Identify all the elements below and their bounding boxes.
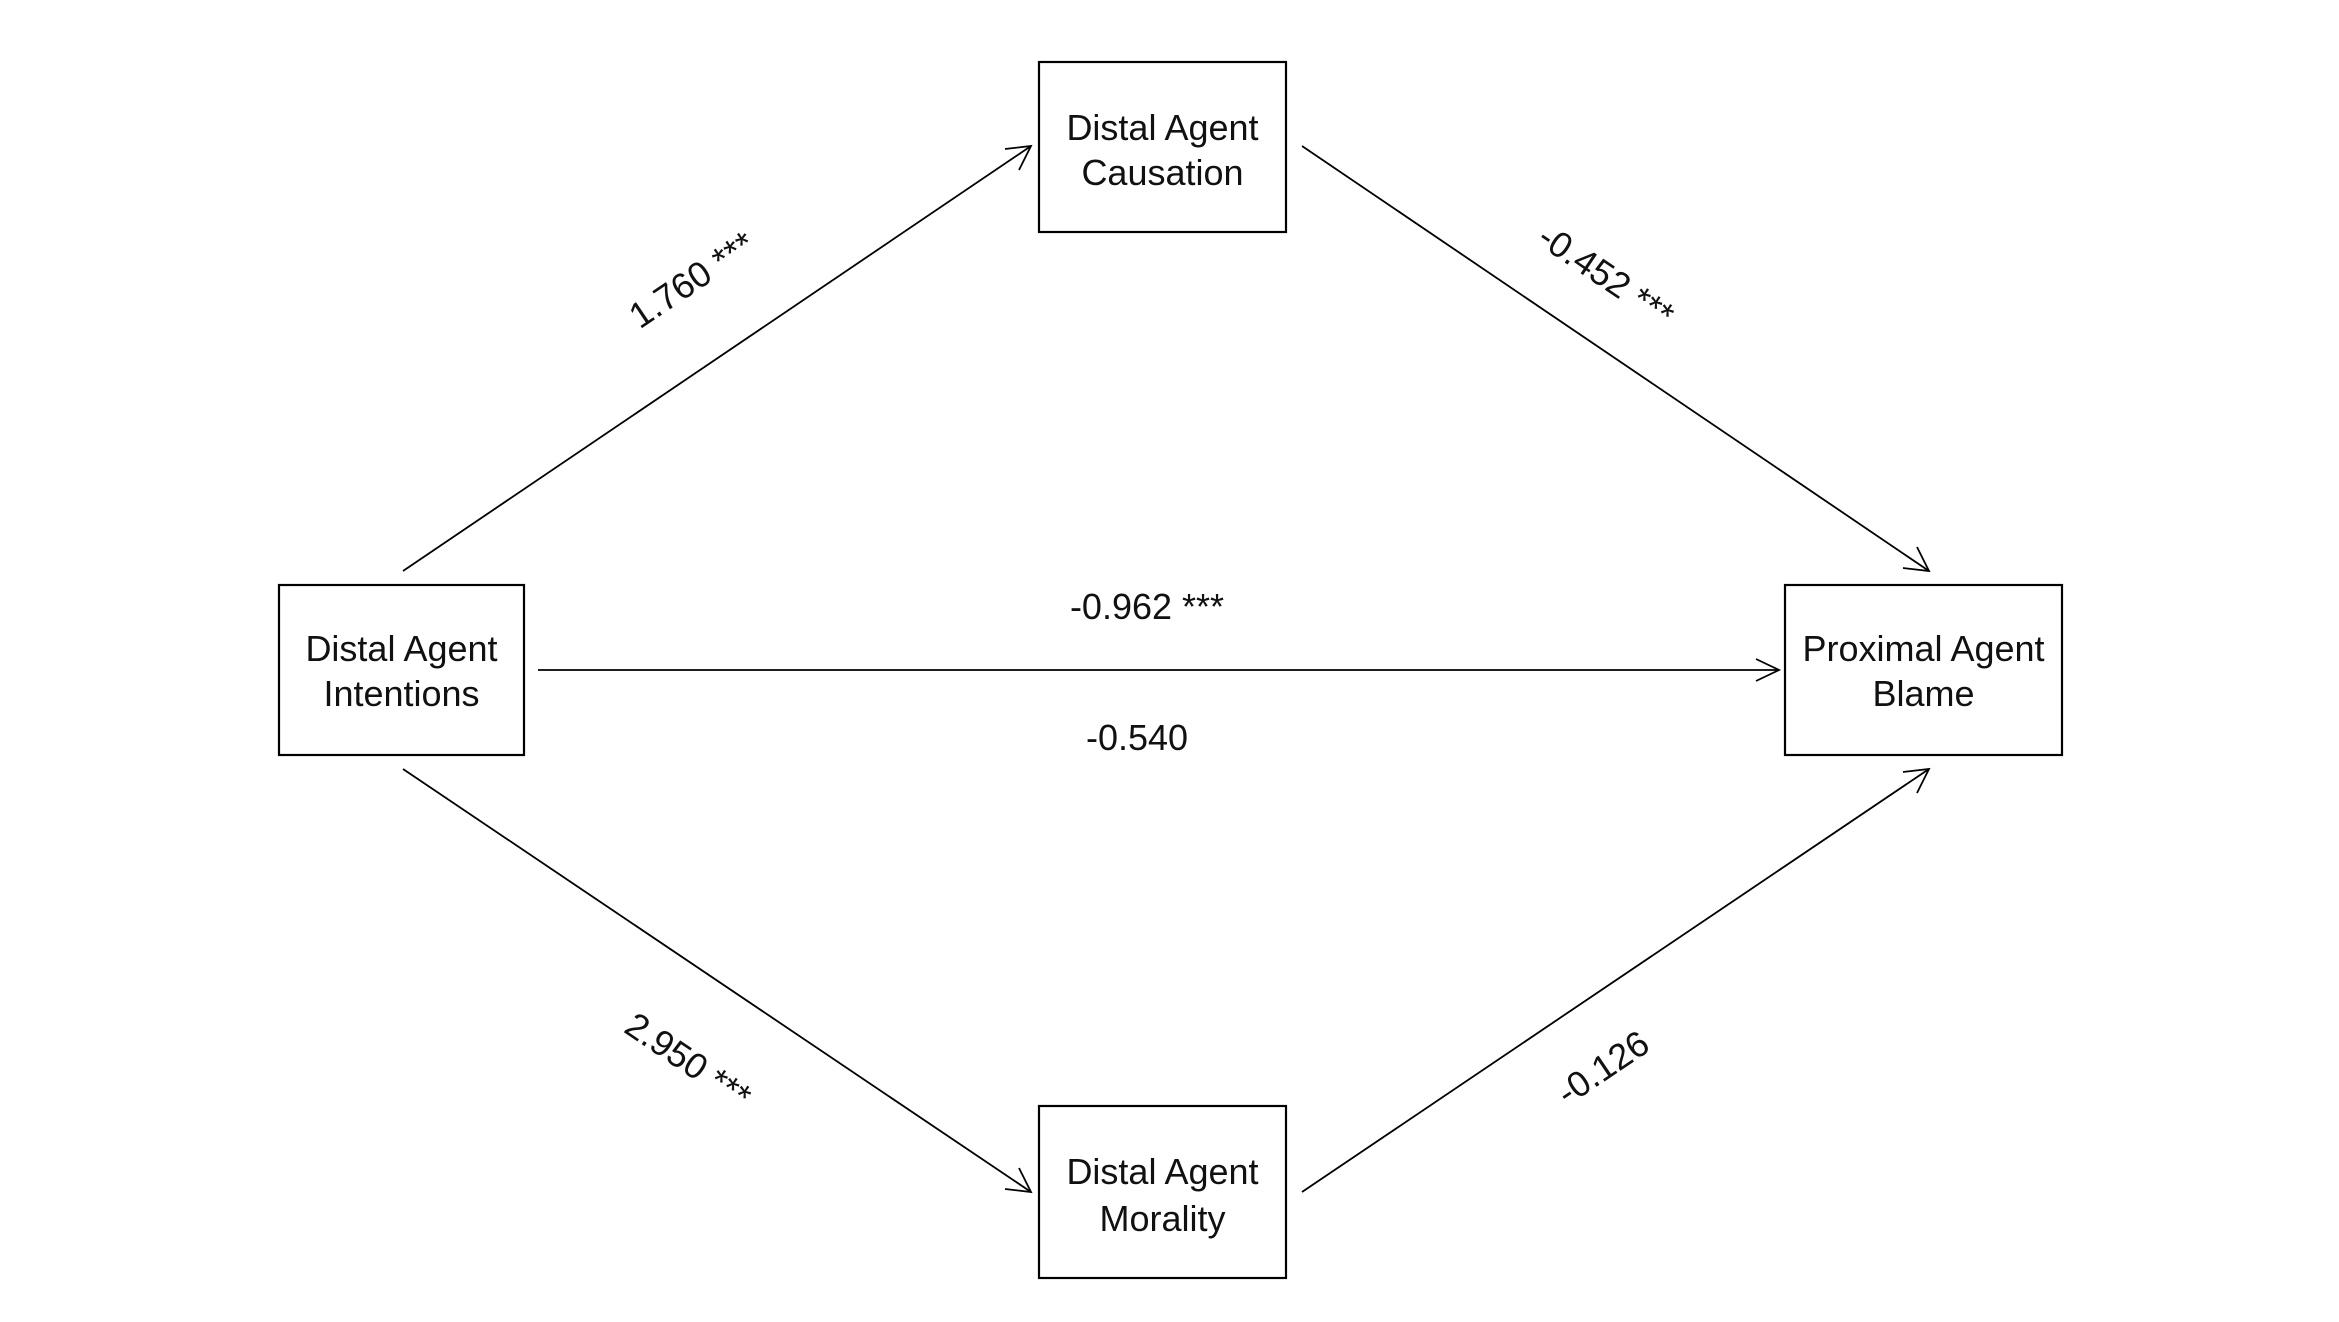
edge-label-intentions-to-morality: 2.950 *** [618, 1004, 759, 1117]
node-box [1037, 1104, 1288, 1280]
node-label-line1: Distal Agent [1066, 107, 1258, 148]
edge-morality-to-blame [1301, 767, 1931, 1193]
arrow-head-icon [1755, 658, 1782, 682]
edge-line [402, 145, 1032, 572]
arrow-head-icon [1902, 546, 1931, 573]
edge-label-morality-to-blame: -0.126 [1549, 1022, 1657, 1113]
arrow-head-icon [1004, 144, 1033, 171]
node-box [277, 583, 526, 757]
node-label-line2: Causation [1081, 152, 1243, 193]
node-proximal-agent-blame: Proximal Agent Blame [1783, 583, 2064, 757]
edge-line [1301, 768, 1930, 1193]
edge-intentions-to-blame [538, 658, 1782, 682]
node-label-line1: Proximal Agent [1802, 628, 2044, 669]
node-box [1037, 60, 1288, 234]
edge-label-intentions-to-blame-total: -0.962 *** [1070, 586, 1224, 627]
node-label-line1: Distal Agent [305, 628, 497, 669]
edge-label-intentions-to-causation: 1.760 *** [621, 223, 762, 336]
node-distal-agent-morality: Distal Agent Morality [1037, 1104, 1288, 1280]
node-distal-agent-causation: Distal Agent Causation [1037, 60, 1288, 234]
node-distal-agent-intentions: Distal Agent Intentions [277, 583, 526, 757]
edge-intentions-to-morality [402, 768, 1033, 1194]
node-label-line2: Blame [1872, 673, 1974, 714]
edge-label-intentions-to-blame-direct: -0.540 [1086, 717, 1188, 758]
node-label-line1: Distal Agent [1066, 1151, 1258, 1192]
edge-causation-to-blame [1301, 145, 1931, 573]
node-box [1783, 583, 2064, 757]
edge-line [402, 768, 1032, 1193]
edge-label-causation-to-blame: -0.452 *** [1531, 216, 1682, 336]
node-label-line2: Intentions [323, 673, 479, 714]
edge-intentions-to-causation [402, 144, 1033, 572]
arrow-head-icon [1004, 1167, 1033, 1194]
arrow-head-icon [1902, 767, 1931, 794]
edge-line [1301, 145, 1930, 572]
node-label-line2: Morality [1099, 1198, 1225, 1239]
